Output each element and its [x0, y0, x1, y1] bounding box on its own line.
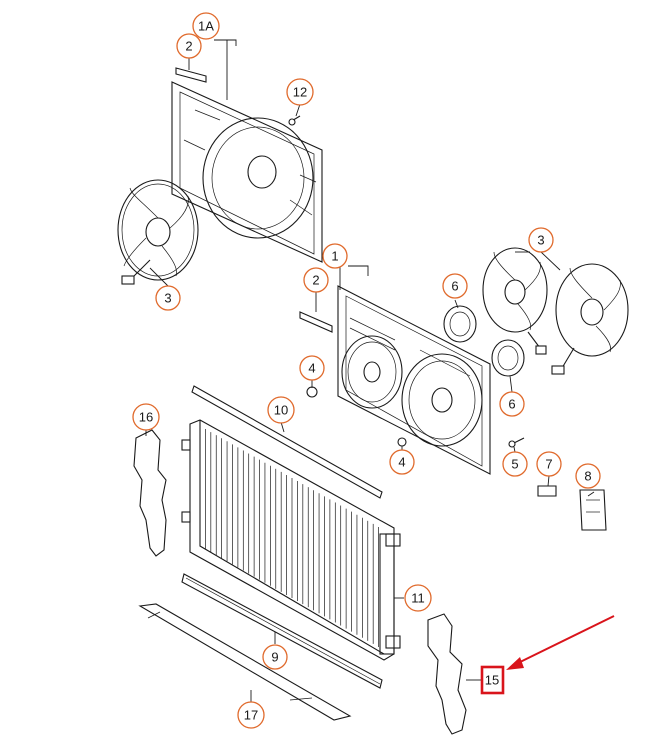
- callout-label: 11: [411, 591, 425, 606]
- callout-3-left: 3: [155, 285, 181, 311]
- callout-2-lower: 2: [303, 267, 329, 293]
- red-arrow: [506, 615, 615, 670]
- callout-16: 16: [132, 403, 160, 431]
- bottom-seal-9: [181, 573, 383, 689]
- callout-label: 3: [164, 291, 171, 306]
- side-baffle-16: [133, 429, 167, 557]
- callout-9: 9: [262, 644, 288, 670]
- callout-label: 2: [312, 273, 319, 288]
- callout-label: 8: [584, 469, 591, 484]
- fan-right-a: [482, 247, 548, 355]
- callout-label: 12: [293, 85, 307, 100]
- seal-strip-upper: [175, 67, 207, 83]
- callout-label: 9: [271, 650, 278, 665]
- callout-6-lower: 6: [499, 391, 525, 417]
- callout-15-highlighted: 15: [480, 665, 505, 695]
- callout-label: 3: [537, 233, 544, 248]
- callout-11: 11: [404, 584, 432, 612]
- callout-2-upper: 2: [176, 33, 202, 59]
- callout-3-right: 3: [528, 227, 554, 253]
- fan-shroud-1a: [171, 81, 323, 263]
- callout-12: 12: [286, 78, 314, 106]
- nut-4-upper: [306, 386, 318, 398]
- fan-shroud-1: [337, 285, 491, 475]
- callout-4-lower: 4: [389, 449, 415, 475]
- highlight-label: 15: [485, 673, 499, 688]
- radiator-fins: [205, 429, 379, 647]
- callout-label: 17: [244, 708, 258, 723]
- bolt-12: [288, 115, 301, 126]
- callout-5: 5: [502, 451, 528, 477]
- callout-label: 4: [308, 361, 315, 376]
- callout-1a: 1A: [192, 12, 220, 40]
- callout-4-upper: 4: [299, 355, 325, 381]
- callout-label: 6: [508, 397, 515, 412]
- callout-label: 16: [139, 410, 153, 425]
- callout-label: 2: [185, 39, 192, 54]
- callout-6-upper: 6: [442, 273, 468, 299]
- callout-8: 8: [575, 463, 601, 489]
- callout-17: 17: [237, 701, 265, 729]
- screw-5: [508, 437, 525, 448]
- radiator: [181, 419, 401, 661]
- seal-strip-lower: [299, 311, 333, 333]
- bracket-8: [579, 489, 607, 531]
- ring-upper: [443, 305, 477, 343]
- top-seal-10: [191, 385, 383, 499]
- callout-label: 1A: [198, 19, 214, 34]
- leader-lines: [145, 39, 595, 702]
- ring-lower: [491, 339, 525, 377]
- callout-label: 10: [274, 403, 288, 418]
- callout-10: 10: [267, 396, 295, 424]
- clip-7: [537, 485, 557, 497]
- nut-4-lower: [397, 437, 407, 447]
- fan-left: [117, 179, 199, 285]
- callout-label: 7: [545, 457, 552, 472]
- side-baffle-15: [427, 613, 467, 735]
- callout-1: 1: [322, 243, 348, 269]
- callout-7: 7: [536, 451, 562, 477]
- callout-label: 6: [451, 279, 458, 294]
- lower-seal-17: [138, 603, 352, 721]
- callout-label: 4: [398, 455, 405, 470]
- callout-label: 5: [511, 457, 518, 472]
- fan-right-b: [551, 263, 629, 375]
- callout-label: 1: [331, 249, 338, 264]
